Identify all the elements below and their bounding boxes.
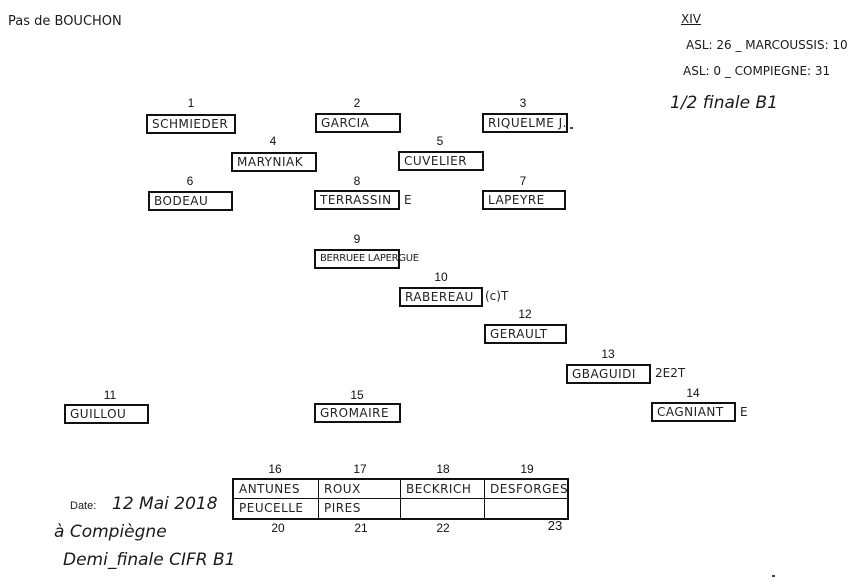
bench-number: 16	[268, 462, 282, 476]
player-box-riquelme: RIQUELME J.	[482, 113, 568, 133]
player-box-lapeyre: LAPEYRE	[482, 190, 566, 210]
division-note: XIV	[681, 12, 701, 26]
bench-cell: DESFORGES	[485, 480, 568, 499]
bench-number: 18	[436, 462, 450, 476]
bench-cell	[485, 499, 567, 518]
player-number: 3	[519, 96, 527, 110]
match-level: 1/2 finale B1	[670, 93, 779, 113]
team-name: Pas de BOUCHON	[8, 14, 122, 29]
player-number: 6	[186, 174, 194, 188]
player-box-guillou: GUILLOU	[64, 404, 149, 424]
bench-cell: ROUX	[319, 480, 401, 499]
player-box-gerault: GERAULT	[484, 324, 567, 344]
bench-cell: ANTUNES	[234, 480, 319, 499]
player-box-gromaire: GROMAIRE	[314, 403, 401, 423]
player-number: 11	[103, 388, 117, 402]
bench-number: 22	[436, 521, 450, 535]
player-box-bodeau: BODEAU	[148, 191, 233, 211]
bench-cell: PIRES	[319, 499, 401, 518]
player-number: 7	[519, 174, 527, 188]
bench-number: 19	[520, 462, 534, 476]
player-number: 9	[353, 232, 361, 246]
player-number: 15	[350, 388, 364, 402]
score-line-1: ASL: 26 _ MARCOUSSIS: 10	[686, 38, 848, 52]
bench-cell: BECKRICH	[401, 480, 485, 499]
player-box-cuvelier: CUVELIER	[398, 151, 484, 171]
score-line-2: ASL: 0 _ COMPIEGNE: 31	[683, 64, 831, 78]
date-value: 12 Mai 2018	[112, 494, 218, 514]
player-box-maryniak: MARYNIAK	[231, 152, 317, 172]
player-box-terrassin: TERRASSIN	[314, 190, 400, 210]
bench-cell	[401, 499, 485, 518]
bench-cell: PEUCELLE	[234, 499, 319, 518]
player-box-berruee-lapergue: BERRUEE LAPERGUE	[314, 249, 419, 269]
player-number: 13	[601, 347, 615, 361]
ink-dot	[772, 575, 775, 577]
bench-number: 21	[354, 521, 368, 535]
match-description: Demi_finale CIFR B1	[63, 550, 236, 570]
player-note-gbaguidi: 2E2T	[655, 366, 686, 380]
bench-number: 20	[271, 521, 285, 535]
player-number: 2	[353, 96, 361, 110]
player-box-schmieder: SCHMIEDER	[146, 114, 236, 134]
player-box-garcia: GARCIA	[315, 113, 401, 133]
date-label: Date:	[70, 500, 97, 512]
player-number: 4	[269, 134, 277, 148]
player-box-gbaguidi: GBAGUIDI	[566, 364, 651, 384]
bench-table: ANTUNES ROUX BECKRICH DESFORGES PEUCELLE…	[232, 478, 569, 520]
player-number: 8	[353, 174, 361, 188]
player-number: 5	[436, 134, 444, 148]
player-box-cagniant: CAGNIANT	[651, 402, 736, 422]
ink-dot	[570, 127, 573, 129]
bench-number: 23	[547, 518, 563, 533]
player-note-rabereau: (c)T	[485, 289, 509, 303]
player-note-terrassin: E	[404, 193, 412, 207]
player-number: 10	[434, 270, 448, 284]
player-note-cagniant: E	[740, 405, 748, 419]
player-number: 1	[187, 96, 195, 110]
match-place: à Compiègne	[54, 522, 167, 542]
player-number: 14	[686, 386, 700, 400]
bench-number: 17	[353, 462, 367, 476]
player-number: 12	[518, 307, 532, 321]
player-box-rabereau: RABEREAU	[399, 287, 483, 307]
